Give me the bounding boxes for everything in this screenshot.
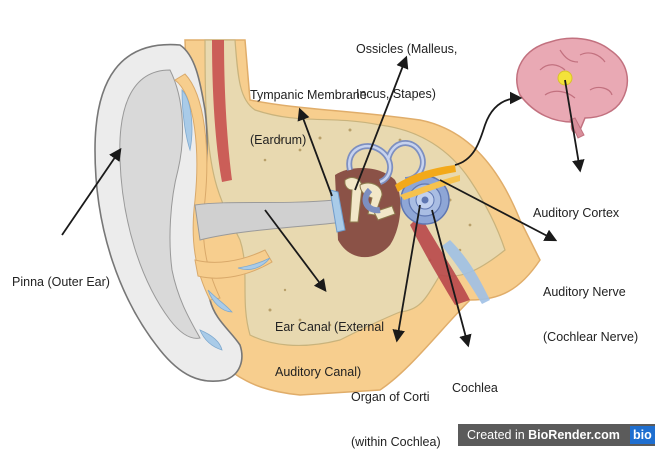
label-ossicles: Ossicles (Malleus, Incus, Stapes) (356, 12, 457, 117)
label-tympanic-membrane: Tympanic Membrane (Eardrum) (250, 58, 367, 163)
label-cochlea: Cochlea (452, 351, 498, 411)
label-auditory-cortex: Auditory Cortex (533, 176, 619, 236)
biorender-logo: bio (630, 426, 655, 444)
label-pinna: Pinna (Outer Ear) (12, 245, 110, 305)
credit-text: Created in BioRender.com (467, 424, 620, 446)
label-auditory-nerve: Auditory Nerve (Cochlear Nerve) (543, 255, 638, 360)
biorender-credit-badge[interactable]: Created in BioRender.com bio (458, 424, 655, 446)
label-organ-of-corti: Organ of Corti (within Cochlea) (351, 360, 441, 465)
